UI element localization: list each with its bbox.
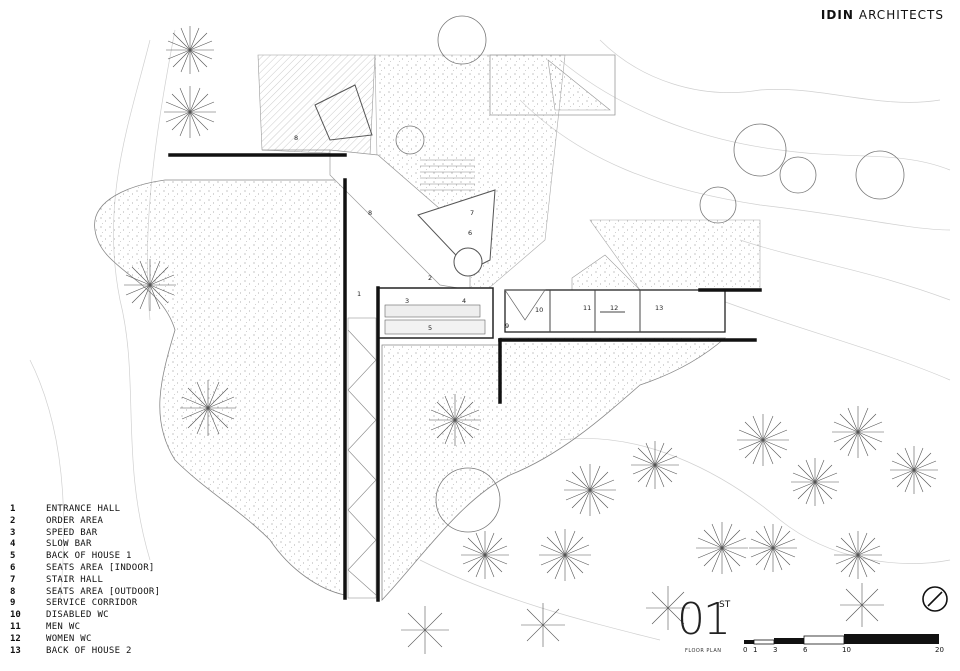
planter-top [489, 54, 616, 116]
legend-label: SEATS AREA [OUTDOOR] [46, 586, 161, 597]
brand-first: IDIN [820, 8, 854, 22]
scale-label-6: 6 [803, 646, 808, 654]
scale-label-20: 20 [935, 646, 944, 654]
legend-label: STAIR HALL [46, 574, 104, 585]
scale-label-0: 0 [743, 646, 748, 654]
legend-number: 11 [10, 621, 21, 632]
corridor-wedge [504, 289, 546, 321]
legend-item: 8 SEATS AREA [OUTDOOR] [10, 587, 160, 599]
legend-number: 8 [10, 586, 16, 597]
room-label-2: 2 [428, 274, 432, 282]
legend-label: DISABLED WC [46, 610, 109, 621]
legend-label: MEN WC [46, 621, 81, 632]
room-label-8a: 8 [294, 134, 298, 142]
legend-number: 12 [10, 633, 21, 644]
brand-logo: IDIN ARCHITECTS [821, 8, 944, 22]
outdoor-seat-edge [314, 84, 373, 141]
legend-number: 4 [10, 539, 16, 550]
legend-number: 3 [10, 527, 16, 538]
legend-item: 12 WOMEN WC [10, 634, 160, 646]
floor-suffix: ST [719, 600, 731, 610]
legend-number: 13 [10, 645, 21, 656]
seat-deck [257, 54, 376, 156]
boh-counter [384, 319, 486, 335]
legend-number: 9 [10, 598, 16, 609]
room-label-8b: 8 [368, 209, 372, 217]
legend-item: 9 SERVICE CORRIDOR [10, 598, 160, 610]
legend-number: 6 [10, 562, 16, 573]
wc-block [504, 289, 726, 333]
room-label-4: 4 [462, 297, 466, 305]
landscape-left [94, 179, 346, 596]
brand-second: ARCHITECTS [858, 8, 944, 22]
floor-title: 01 ST FLOOR PLAN [677, 594, 731, 658]
room-label-11: 11 [583, 304, 591, 312]
legend-label: WOMEN WC [46, 633, 92, 644]
room-label-5: 5 [428, 324, 432, 332]
legend-label: SLOW BAR [46, 539, 92, 550]
wc-partitions [549, 290, 641, 332]
room-legend: 1 ENTRANCE HALL 2 ORDER AREA 3 SPEED BAR 4 SLOW… [10, 504, 160, 657]
legend-number: 10 [10, 610, 21, 621]
legend-item: 4 SLOW BAR [10, 539, 160, 551]
legend-item: 3 SPEED BAR [10, 528, 160, 540]
legend-item: 1 ENTRANCE HALL [10, 504, 160, 516]
legend-item: 2 ORDER AREA [10, 516, 160, 528]
legend-label: BACK OF HOUSE 2 [46, 645, 132, 656]
room-label-3: 3 [405, 297, 409, 305]
legend-number: 1 [10, 504, 16, 514]
room-labels: 1 2 3 4 5 6 7 8 8 9 10 11 12 13 [294, 134, 663, 332]
legend-item: 7 STAIR HALL [10, 575, 160, 587]
bar-counter [384, 304, 481, 318]
legend-label: SERVICE CORRIDOR [46, 598, 138, 609]
legend-item: 13 BACK OF HOUSE 2 [10, 646, 160, 658]
floor-caption: FLOOR PLAN [685, 648, 722, 654]
stairs [420, 159, 475, 191]
scale-label-10: 10 [842, 646, 851, 654]
legend-item: 5 BACK OF HOUSE 1 [10, 551, 160, 563]
legend-number: 2 [10, 515, 16, 526]
planter-top-inner [547, 59, 611, 111]
site-walls [168, 153, 762, 602]
legend-label: ENTRANCE HALL [46, 504, 121, 514]
room-label-1: 1 [357, 290, 361, 298]
legend-item: 10 DISABLED WC [10, 610, 160, 622]
legend-label: BACK OF HOUSE 1 [46, 551, 132, 562]
legend-number: 5 [10, 551, 16, 562]
room-label-6: 6 [468, 229, 472, 237]
floor-number: 01 [677, 594, 731, 645]
scale-bar [744, 634, 939, 645]
room-label-9: 9 [505, 322, 509, 330]
legend-item: 6 SEATS AREA [INDOOR] [10, 563, 160, 575]
canopy-trees [395, 15, 905, 533]
legend-number: 7 [10, 574, 16, 585]
legend-label: SPEED BAR [46, 527, 98, 538]
scale-label-1: 1 [753, 646, 758, 654]
round-table [453, 247, 483, 277]
scale-label-3: 3 [773, 646, 778, 654]
legend-label: ORDER AREA [46, 515, 104, 526]
room-label-12: 12 [610, 304, 618, 312]
trees [124, 26, 938, 654]
ramp [347, 317, 377, 599]
room-label-13: 13 [655, 304, 663, 312]
legend-label: SEATS AREA [INDOOR] [46, 562, 155, 573]
landscape-middle [381, 337, 727, 602]
ramp-zigzag [347, 329, 377, 596]
room-label-7: 7 [470, 209, 474, 217]
north-arrow-icon [922, 586, 948, 612]
contour-lines [29, 29, 951, 641]
legend-item: 11 MEN WC [10, 622, 160, 634]
room-label-10: 10 [535, 306, 543, 314]
